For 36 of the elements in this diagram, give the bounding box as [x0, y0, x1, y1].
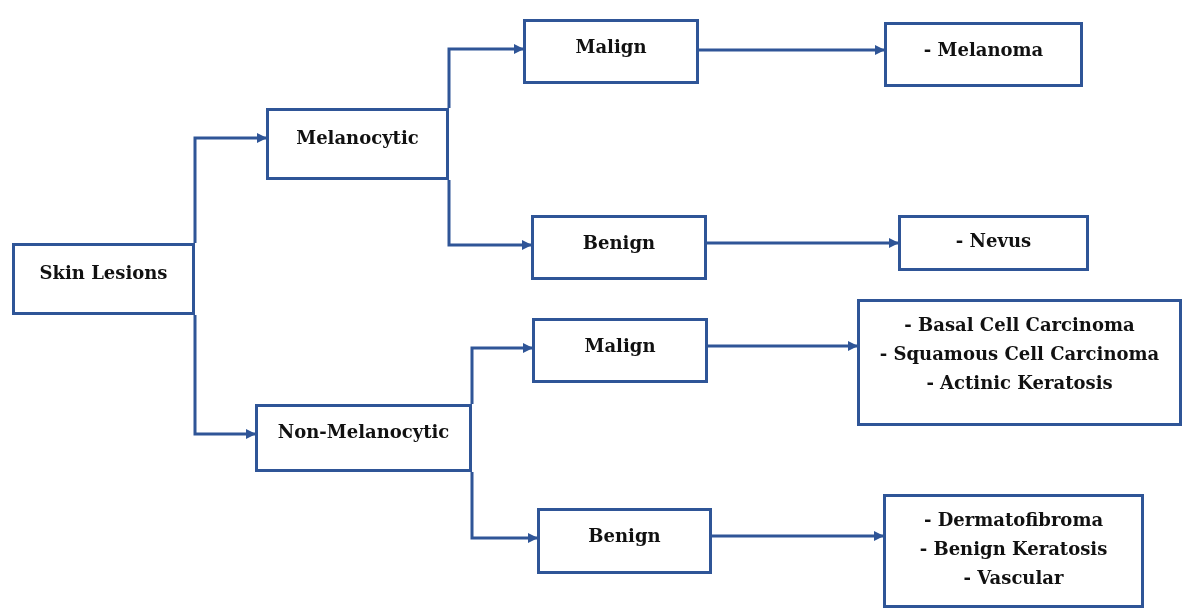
category-box — [857, 299, 1182, 426]
arrow — [447, 180, 532, 250]
box-label: - Basal Cell Carcinoma — [904, 313, 1135, 337]
category-box — [532, 318, 708, 383]
box-label: Skin Lesions — [39, 261, 168, 285]
arrow — [707, 238, 899, 248]
arrow — [470, 472, 538, 543]
arrow — [447, 44, 524, 108]
box-label: - Dermatofibroma — [923, 508, 1104, 532]
category-box — [884, 22, 1083, 87]
category-box — [898, 215, 1089, 271]
arrow — [712, 531, 884, 541]
box-label: - Actinic Keratosis — [926, 371, 1113, 395]
box-label: - Melanoma — [923, 38, 1044, 62]
box-label: Melanocytic — [296, 126, 419, 150]
arrow — [470, 343, 533, 404]
category-box — [883, 494, 1144, 608]
box-label: - Vascular — [963, 566, 1064, 590]
box-label: Benign — [582, 231, 656, 255]
category-box — [531, 215, 707, 280]
category-box — [12, 243, 195, 315]
box-label: - Nevus — [955, 229, 1032, 253]
category-box — [523, 19, 699, 84]
box-label: Malign — [584, 334, 656, 358]
box-label: Malign — [575, 35, 647, 59]
box-label: Benign — [588, 524, 661, 548]
box-label: Non-Melanocytic — [277, 420, 450, 444]
box-label: - Benign Keratosis — [919, 537, 1108, 561]
box-label: - Squamous Cell Carcinoma — [879, 342, 1160, 366]
category-box — [266, 108, 449, 180]
arrow — [699, 45, 885, 55]
arrow — [708, 341, 858, 351]
arrow — [193, 315, 256, 439]
arrow — [193, 133, 267, 243]
category-box — [255, 404, 472, 472]
category-box — [537, 508, 712, 574]
